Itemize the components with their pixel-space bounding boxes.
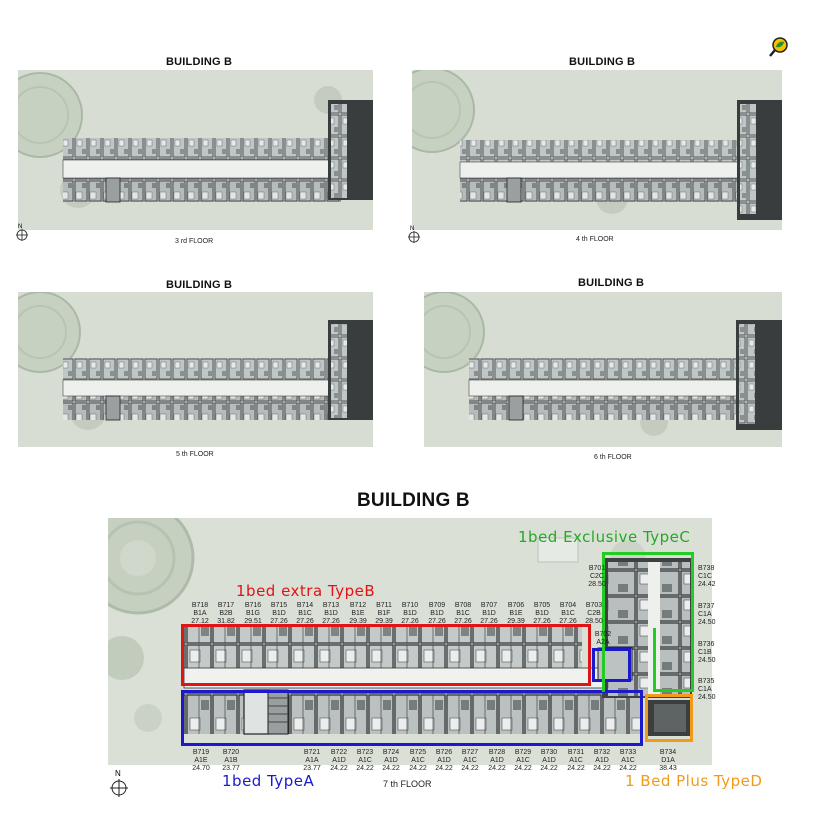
small-plan-floor-label: 4 th FLOOR — [576, 236, 614, 243]
type-c-highlight-lower — [653, 628, 694, 692]
type-a-highlight — [181, 690, 643, 746]
floor-plan-6th — [424, 292, 782, 447]
svg-text:N: N — [18, 224, 22, 230]
main-plan-title: BUILDING B — [357, 490, 470, 511]
north-arrow-icon: N — [110, 768, 130, 798]
legend-type-b: 1bed extra TypeB — [236, 582, 376, 600]
floor-plan-4th — [412, 70, 782, 230]
legend-type-d: 1 Bed Plus TypeD — [625, 772, 763, 790]
floor-plan-5th — [18, 292, 373, 447]
small-plan-floor-label: 5 th FLOOR — [176, 451, 214, 458]
type-d-highlight — [645, 694, 693, 742]
small-plan-title: BUILDING B — [166, 279, 233, 291]
north-label: N — [115, 769, 121, 778]
small-plan-title: BUILDING B — [578, 277, 645, 289]
north-arrow-icon: N — [406, 224, 422, 244]
type-b-highlight — [181, 624, 591, 686]
small-plan-title: BUILDING B — [166, 56, 233, 68]
main-floor-plan-7th — [108, 518, 712, 765]
floor-plan-3rd — [18, 70, 373, 230]
small-plan-floor-label: 6 th FLOOR — [594, 454, 632, 461]
leaf-search-logo-icon — [768, 36, 790, 58]
small-plan-floor-label: 3 rd FLOOR — [175, 238, 214, 245]
type-a-b702-highlight — [592, 648, 631, 682]
type-c-highlight — [602, 552, 694, 692]
small-plan-title: BUILDING B — [569, 56, 636, 68]
svg-text:N: N — [410, 226, 414, 232]
legend-type-c: 1bed Exclusive TypeC — [518, 528, 691, 546]
north-arrow-icon: N — [14, 222, 30, 242]
legend-type-a: 1bed TypeA — [222, 772, 315, 790]
main-plan-floor-label: 7 th FLOOR — [383, 779, 432, 789]
